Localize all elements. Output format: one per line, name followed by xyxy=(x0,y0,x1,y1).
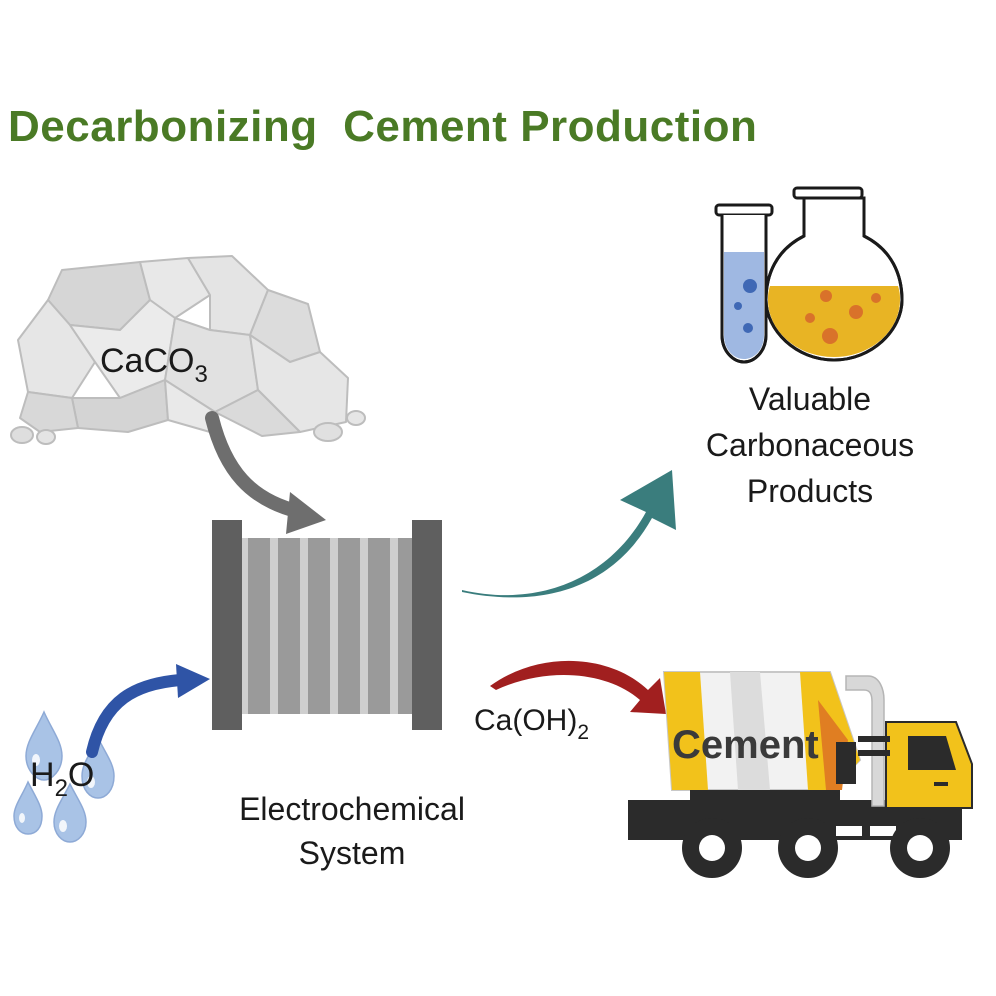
round-flask-icon xyxy=(764,186,904,362)
arrow-system-to-products xyxy=(462,470,676,598)
electrochemical-stack-icon xyxy=(212,520,442,730)
system-label-line2: System xyxy=(299,835,406,871)
limestone-rocks-icon xyxy=(10,255,366,445)
page-title: Decarbonizing Cement Production xyxy=(8,102,758,151)
caco3-label: CaCO3 xyxy=(100,342,208,388)
test-tube-icon xyxy=(714,203,774,364)
caoh2-label: Ca(OH)2 xyxy=(474,704,589,744)
system-label-line1: Electrochemical xyxy=(239,791,465,827)
cement-truck-icon xyxy=(628,671,973,878)
h2o-label: H2O xyxy=(30,756,94,802)
arrow-caco3-to-system xyxy=(205,411,326,534)
products-label-line2: Carbonaceous xyxy=(706,427,914,463)
arrow-system-to-truck xyxy=(490,660,666,714)
arrow-h2o-to-system xyxy=(86,664,210,758)
products-label-line3: Products xyxy=(747,473,873,509)
products-label-line1: Valuable xyxy=(749,381,871,417)
water-drop-highlights xyxy=(19,754,95,832)
truck-cement-label: Cement xyxy=(672,723,819,767)
